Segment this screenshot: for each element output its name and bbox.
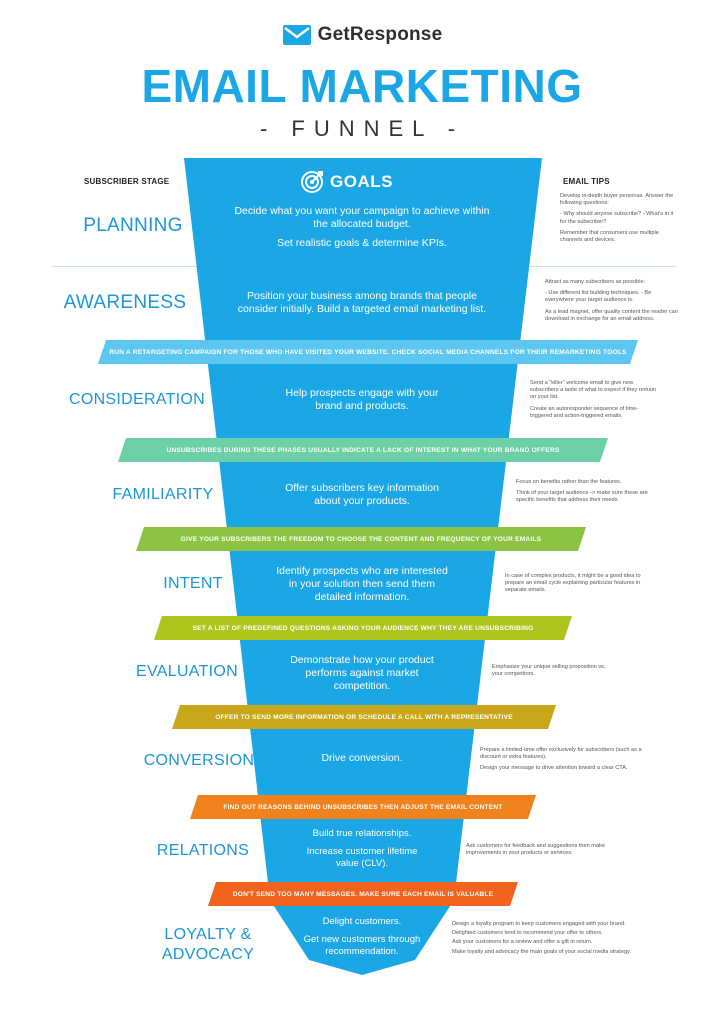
funnel-desc-awareness: Position your business among brands that…	[230, 290, 494, 322]
stage-label-planning: PLANNING	[83, 215, 183, 236]
funnel-desc-familiarity: Offer subscribers key information about …	[272, 482, 452, 514]
band-label-adjust: FIND OUT REASONS BEHIND UNSUBSCRIBES THE…	[223, 803, 503, 811]
tip-line: Send a "killer" welcome email to give ne…	[530, 380, 656, 401]
goals-label: GOALS	[330, 172, 393, 191]
stage-label-familiarity: FAMILIARITY	[112, 486, 214, 503]
funnel-desc-conversion: Drive conversion.	[282, 752, 442, 771]
band-shape	[154, 616, 572, 640]
desc-line: Build true relationships.	[312, 828, 412, 839]
band-shape	[98, 340, 638, 364]
tip-line: Focus on benefits rather than the featur…	[516, 479, 622, 485]
desc-line: Decide what you want your campaign to ac…	[234, 205, 490, 230]
stage-column-header: SUBSCRIBER STAGE	[84, 177, 170, 186]
tips-column-header: EMAIL TIPS	[563, 177, 610, 186]
band-shape	[190, 795, 536, 819]
band-label-valuable: DON'T SEND TOO MANY MESSAGES. MAKE SURE …	[232, 890, 494, 898]
funnel-desc-relations: Build true relationships. Increase custo…	[296, 828, 428, 876]
tip-intent: In case of complex products, it might be…	[505, 573, 645, 599]
tip-line: As a lead magnet, offer quality content …	[545, 308, 678, 322]
tip-line: Attract as many subscribers as possible:	[545, 279, 646, 285]
stage-label-awareness: AWARENESS	[63, 292, 187, 313]
tip-line: Design your message to drive attention t…	[480, 765, 628, 772]
tip-line: In case of complex products, it might be…	[505, 573, 641, 594]
desc-line: Get new customers through recommendation…	[303, 934, 421, 957]
stage-label-conversion: CONVERSION	[143, 752, 255, 769]
band-label-unsubscribe-interest: UNSUBSCRIBES DURING THESE PHASES USUALLY…	[166, 446, 560, 454]
tip-line: - Why should anyone subscribe? - What's …	[560, 211, 674, 225]
tip-line: Delighted customers tend to recommend yo…	[452, 930, 603, 937]
tip-planning: Develop in-depth buyer personas. Answer …	[560, 193, 680, 248]
tip-line: Develop in-depth buyer personas. Answer …	[560, 193, 674, 207]
stage-label-loyalty-advocacy: LOYALTY & ADVOCACY	[161, 926, 255, 963]
brand-logo: GetResponse	[0, 24, 724, 46]
funnel-desc-evaluation: Demonstrate how your product performs ag…	[282, 654, 442, 699]
tip-line: Think of your target audience -> make su…	[516, 490, 648, 504]
desc-line: Set realistic goals & determine KPIs.	[277, 237, 447, 249]
brand-name: GetResponse	[317, 24, 443, 45]
band-shape	[118, 438, 608, 462]
tip-line: Create an autoresponder sequence of time…	[530, 405, 639, 419]
stage-label-intent: INTENT	[163, 575, 223, 592]
band-label-freedom: GIVE YOUR SUBSCRIBERS THE FREEDOM TO CHO…	[180, 535, 542, 543]
tip-consideration: Send a "killer" welcome email to give ne…	[530, 380, 660, 424]
tip-line: Ask your customers for a review and offe…	[452, 939, 593, 946]
tip-line: Remember that consumers use multiple cha…	[560, 229, 659, 244]
tip-line: - Use different list building techniques…	[545, 290, 652, 304]
desc-line: Offer subscribers key information about …	[285, 482, 439, 507]
desc-line: Identify prospects who are interested in…	[276, 565, 448, 603]
desc-line: Drive conversion.	[321, 752, 403, 764]
band-shape	[208, 882, 518, 906]
tip-evaluation: Emphasize your unique selling propositio…	[492, 664, 612, 682]
stage-label-relations: RELATIONS	[156, 842, 250, 859]
funnel-desc-loyalty: Delight customers. Get new customers thr…	[298, 916, 426, 964]
band-label-questions: SET A LIST OF PREDEFINED QUESTIONS ASKIN…	[192, 624, 534, 632]
tip-familiarity: Focus on benefits rather than the featur…	[516, 479, 656, 509]
tip-line: Design a loyalty program to keep custome…	[452, 921, 626, 927]
funnel-desc-consideration: Help prospects engage with your brand an…	[272, 387, 452, 419]
band-shape	[136, 527, 586, 551]
desc-line: Demonstrate how your product performs ag…	[290, 654, 434, 692]
tip-relations: Ask customers for feedback and suggestio…	[466, 843, 626, 861]
target-icon	[301, 171, 323, 193]
page-subtitle: - FUNNEL -	[259, 116, 465, 141]
tip-line: Ask customers for feedback and suggestio…	[466, 843, 605, 857]
band-label-retargeting: RUN A RETARGETING CAMPAIGN FOR THOSE WHO…	[109, 348, 627, 356]
funnel-desc-planning: Decide what you want your campaign to ac…	[230, 205, 494, 256]
tip-line: Emphasize your unique selling propositio…	[492, 664, 606, 678]
stage-label-consideration: CONSIDERATION	[68, 391, 206, 408]
goals-header: GOALS	[300, 170, 393, 194]
band-label-call: OFFER TO SEND MORE INFORMATION OR SCHEDU…	[215, 713, 513, 721]
desc-line: Position your business among brands that…	[237, 290, 487, 315]
tip-conversion: Prepare a limited-time offer exclusively…	[480, 747, 645, 777]
desc-line: Help prospects engage with your brand an…	[285, 387, 439, 412]
desc-line: Delight customers.	[322, 916, 402, 927]
tip-loyalty: Design a loyalty program to keep custome…	[452, 921, 652, 958]
tip-awareness: Attract as many subscribers as possible:…	[545, 279, 680, 327]
tip-line: Make loyalty and advocacy the main goals…	[452, 948, 631, 955]
desc-line: Increase customer lifetime value (CLV).	[306, 846, 418, 869]
page-title: EMAIL MARKETING	[141, 60, 583, 112]
tip-line: Prepare a limited-time offer exclusively…	[480, 747, 642, 761]
band-shape	[172, 705, 556, 729]
envelope-check-icon	[282, 25, 311, 45]
stage-label-evaluation: EVALUATION	[136, 663, 238, 680]
funnel-desc-intent: Identify prospects who are interested in…	[272, 565, 452, 610]
